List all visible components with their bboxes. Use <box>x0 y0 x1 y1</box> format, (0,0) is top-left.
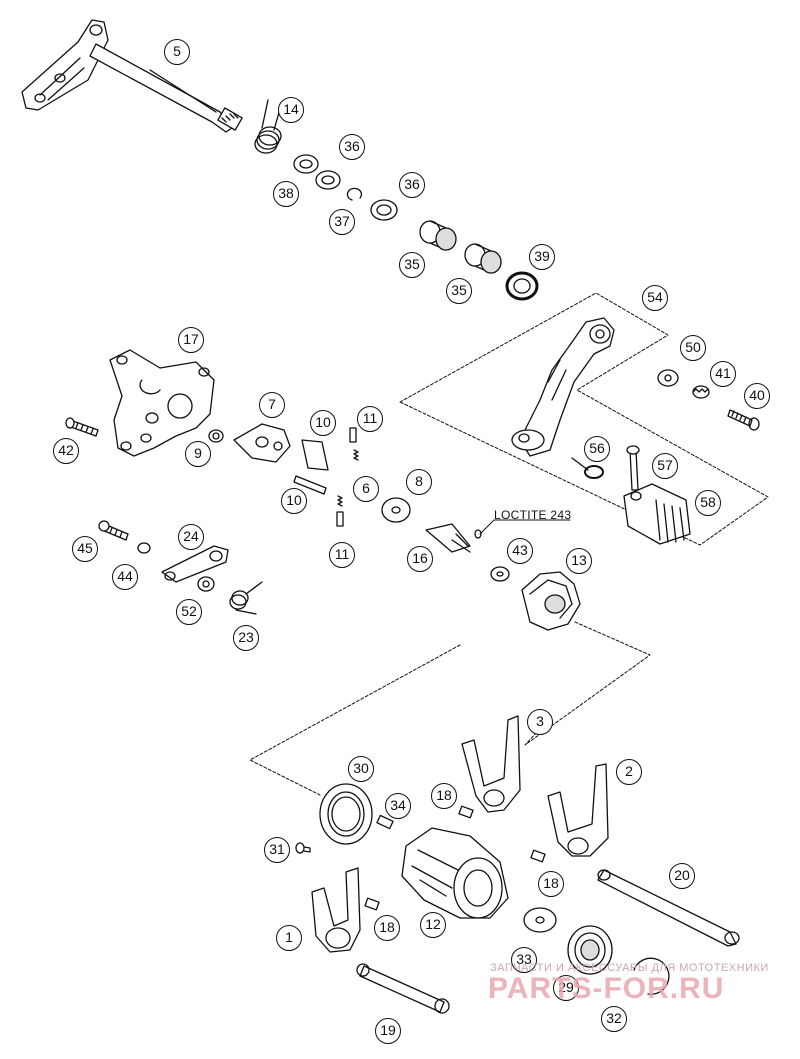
shift-forks <box>311 715 609 953</box>
callout-part-18-upper[interactable]: 18 <box>431 783 457 809</box>
leader-lines <box>479 519 571 535</box>
callout-part-11-lower[interactable]: 11 <box>329 542 355 568</box>
watermark-brand: PARTS-FOR.RU <box>488 972 725 1005</box>
callout-part-32[interactable]: 32 <box>601 1006 627 1032</box>
callout-part-19[interactable]: 19 <box>375 1018 401 1044</box>
callout-part-1[interactable]: 1 <box>276 925 302 951</box>
shift-shaft-part <box>21 19 243 133</box>
callout-part-45[interactable]: 45 <box>72 536 98 562</box>
bearing-and-pins <box>295 783 546 911</box>
callout-part-33[interactable]: 33 <box>511 947 537 973</box>
callout-part-10-lower[interactable]: 10 <box>281 488 307 514</box>
callout-part-34[interactable]: 34 <box>385 793 411 819</box>
callout-part-9[interactable]: 9 <box>185 441 211 467</box>
callout-part-42[interactable]: 42 <box>53 438 79 464</box>
callout-part-14[interactable]: 14 <box>278 97 304 123</box>
callout-part-16[interactable]: 16 <box>407 546 433 572</box>
callout-part-30[interactable]: 30 <box>348 756 374 782</box>
left-small-parts <box>98 520 263 615</box>
callout-part-6[interactable]: 6 <box>353 476 379 502</box>
loctite-note: LOCTITE 243 <box>494 508 572 522</box>
callout-part-29[interactable]: 29 <box>553 975 579 1001</box>
callout-part-43[interactable]: 43 <box>507 538 533 564</box>
callout-part-17[interactable]: 17 <box>178 327 204 353</box>
lever-tip-parts <box>571 445 691 545</box>
callout-part-2[interactable]: 2 <box>616 759 642 785</box>
callout-part-23[interactable]: 23 <box>233 625 259 651</box>
callout-part-40[interactable]: 40 <box>744 383 770 409</box>
callout-part-7[interactable]: 7 <box>259 392 285 418</box>
callout-part-36-lower[interactable]: 36 <box>399 172 425 198</box>
callout-part-24[interactable]: 24 <box>178 524 204 550</box>
cover-plate-part <box>109 349 215 457</box>
callout-part-31[interactable]: 31 <box>264 837 290 863</box>
bolt-washer-parts <box>381 497 510 582</box>
callout-part-13[interactable]: 13 <box>566 548 592 574</box>
callout-part-56[interactable]: 56 <box>584 436 610 462</box>
callout-part-52[interactable]: 52 <box>176 599 202 625</box>
callout-part-12[interactable]: 12 <box>420 912 446 938</box>
callout-part-11-upper[interactable]: 11 <box>357 406 383 432</box>
bearings-upper <box>419 220 539 301</box>
callout-part-8[interactable]: 8 <box>406 469 432 495</box>
callout-part-18-left[interactable]: 18 <box>374 915 400 941</box>
callout-part-10-upper[interactable]: 10 <box>310 410 336 436</box>
callout-part-5[interactable]: 5 <box>164 39 190 65</box>
plate-fasteners <box>65 417 224 443</box>
callout-part-18-right[interactable]: 18 <box>538 871 564 897</box>
watermark-caption: ЗАПЧАСТИ И АКСЕССУАРЫ ДЛЯ МОТОТЕХНИКИ <box>490 962 769 974</box>
callout-part-39[interactable]: 39 <box>529 244 555 270</box>
callout-part-41[interactable]: 41 <box>710 361 736 387</box>
callout-part-50[interactable]: 50 <box>680 335 706 361</box>
callout-part-54[interactable]: 54 <box>642 285 668 311</box>
washers-upper <box>293 154 398 221</box>
shift-lever-part <box>511 317 615 457</box>
callout-part-37[interactable]: 37 <box>329 209 355 235</box>
callout-part-35-upper[interactable]: 35 <box>399 252 425 278</box>
callout-part-3[interactable]: 3 <box>527 709 553 735</box>
callout-part-58[interactable]: 58 <box>695 490 721 516</box>
shift-star-part <box>521 571 581 631</box>
callout-part-35-lower[interactable]: 35 <box>446 278 472 304</box>
callout-part-36-upper[interactable]: 36 <box>339 134 365 160</box>
callout-part-38[interactable]: 38 <box>273 181 299 207</box>
callout-part-20[interactable]: 20 <box>669 863 695 889</box>
shift-pawl-parts <box>233 423 359 527</box>
shift-drum-part <box>401 827 509 919</box>
callout-part-44[interactable]: 44 <box>112 564 138 590</box>
callout-part-57[interactable]: 57 <box>652 453 678 479</box>
fork-shafts <box>356 869 740 1014</box>
lower-bearing-parts <box>523 907 670 995</box>
lever-fasteners <box>657 369 760 431</box>
